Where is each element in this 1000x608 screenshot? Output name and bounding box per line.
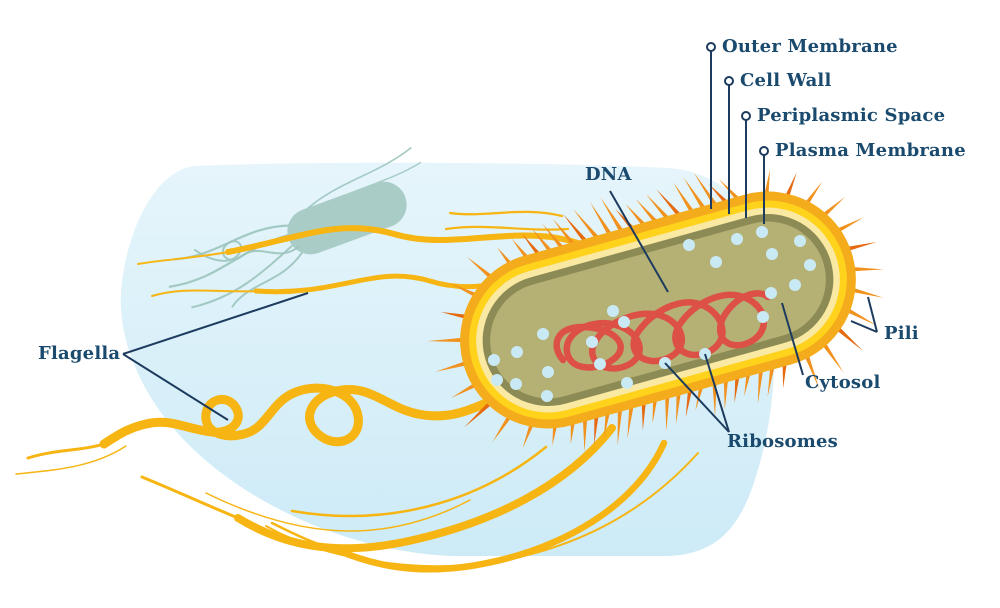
ribosome-dot (765, 287, 777, 299)
pilus-spike (723, 373, 729, 410)
flagellum (448, 210, 564, 218)
ghost-flagellum (301, 147, 412, 214)
ribosome-dot (511, 346, 523, 358)
label-dna: DNA (585, 164, 632, 185)
pointer-lines (122, 42, 878, 433)
pilus-spike (435, 359, 472, 372)
pilus-spike (802, 349, 820, 390)
pilus-spike (664, 390, 670, 432)
ribosome-dot (607, 305, 619, 317)
pilus-spike (600, 197, 627, 238)
flagellum (137, 249, 241, 265)
ribosome-dot (594, 358, 606, 370)
ribosome-dot (541, 390, 553, 402)
pilus-spike (582, 413, 588, 452)
pilus-spike (590, 202, 616, 241)
pointer-dot (706, 42, 716, 52)
pilus-spike (573, 209, 604, 245)
label-outer-membrane: Outer Membrane (722, 36, 898, 57)
pointer-dot (724, 76, 734, 86)
pilus-spike (757, 364, 764, 404)
pili-pointer (867, 296, 878, 333)
flagella-pointer (122, 353, 229, 421)
pilus-spike (673, 182, 698, 219)
ribosome-dot (710, 256, 722, 268)
label-periplasmic-space: Periplasmic Space (757, 105, 946, 126)
pilus-spike (847, 266, 884, 272)
ghost-body (287, 181, 407, 255)
label-ribosomes: Ribosomes (727, 431, 838, 452)
pointer-dot (759, 146, 769, 156)
ribosome-dot (794, 235, 806, 247)
ribosome-dot (789, 279, 801, 291)
flagellum (290, 445, 548, 518)
flagellum-braided (99, 383, 510, 449)
ribosome-dot (731, 233, 743, 245)
flagellum (265, 452, 699, 568)
label-plasma-membrane: Plasma Membrane (775, 140, 966, 161)
pilus-spike (683, 177, 710, 215)
flagella-pointer (122, 292, 309, 355)
pilus-spike (693, 172, 721, 212)
pilus-spike (676, 386, 682, 425)
ribosome-dot (618, 316, 630, 328)
flagellum (234, 424, 616, 553)
cytosol-pointer (781, 302, 804, 376)
flagellum (225, 225, 628, 271)
ribosome-dot (510, 378, 522, 390)
flagellum (270, 521, 350, 556)
flagellum (26, 438, 118, 460)
ribosome-dot (488, 354, 500, 366)
pilus-spike (767, 360, 776, 397)
dna-pointer (609, 190, 669, 293)
flagellum (205, 492, 471, 532)
ghost-bacteria (168, 147, 422, 309)
ribosomes-pointer (664, 362, 730, 433)
ghost-flagellum-curl (194, 240, 299, 262)
ribosome-dot (756, 226, 768, 238)
pilus-spike (841, 305, 877, 326)
flagellum (15, 445, 127, 475)
label-flagella: Flagella (38, 343, 121, 364)
flagellum (151, 289, 267, 297)
ribosome-dot (757, 311, 769, 323)
pilus-spike (627, 399, 635, 439)
ghost-flagellum (231, 247, 306, 308)
label-cell-wall: Cell Wall (740, 70, 832, 91)
ribosome-dot (586, 336, 598, 348)
label-cytosol: Cytosol (805, 372, 881, 393)
label-pili: Pili (884, 323, 919, 344)
ribosome-dot (491, 374, 503, 386)
pili-pointer (850, 320, 878, 333)
flagella-group (15, 210, 699, 573)
flagellum (140, 475, 252, 525)
ribosome-dot (766, 248, 778, 260)
pointer-dot (741, 111, 751, 121)
pilus-spike (846, 286, 884, 298)
ribosome-dot (804, 259, 816, 271)
ribosome-dot (683, 239, 695, 251)
pilus-spike (818, 338, 844, 373)
flagellum (444, 225, 570, 231)
ribosome-dot (542, 366, 554, 378)
ribosomes-pointer (704, 353, 730, 433)
ribosome-dot (621, 377, 633, 389)
pilus-spike (427, 337, 469, 343)
pilus-spike (617, 403, 623, 446)
ribosome-dot (537, 328, 549, 340)
pilus-spike (463, 397, 496, 428)
